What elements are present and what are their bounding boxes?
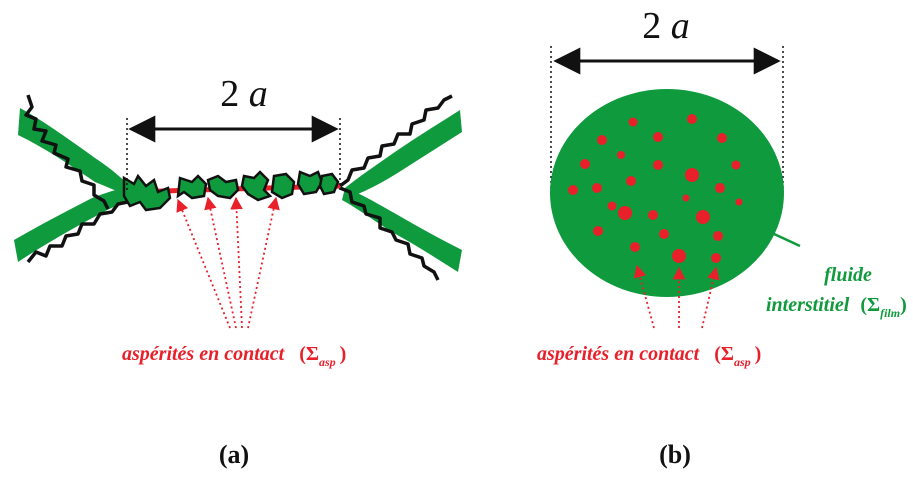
lower-left-green-band bbox=[14, 186, 140, 262]
contact-spot bbox=[648, 210, 658, 220]
contact-zone bbox=[122, 170, 341, 212]
contact-spot bbox=[592, 183, 602, 193]
contact-spot bbox=[682, 194, 690, 202]
contact-spot bbox=[653, 132, 663, 142]
asperity-3 bbox=[206, 174, 240, 200]
arrow-1 bbox=[176, 198, 231, 329]
contact-spot bbox=[626, 176, 636, 186]
contact-spot bbox=[713, 231, 723, 241]
dimension-b: 2 a bbox=[550, 5, 784, 192]
upper-right-profile-line bbox=[338, 94, 453, 188]
asperity-4 bbox=[240, 170, 273, 202]
contact-spot bbox=[593, 226, 603, 236]
arrow-2 bbox=[204, 196, 237, 329]
fluid-label-line1: fluide bbox=[824, 264, 872, 286]
contact-spot bbox=[711, 253, 721, 263]
upper-left-green-band bbox=[18, 108, 140, 200]
contact-spot bbox=[696, 210, 710, 224]
contact-spot bbox=[630, 242, 640, 252]
panel-label-a: (a) bbox=[219, 440, 249, 469]
dimension-label: 2 a bbox=[220, 73, 268, 115]
contact-spots bbox=[568, 114, 743, 263]
contact-label-a: aspérités en contact (Σasp) bbox=[122, 343, 346, 369]
contact-spot bbox=[735, 198, 743, 206]
asperity-arrows-b bbox=[633, 264, 720, 329]
contact-spot bbox=[628, 117, 638, 127]
contact-spot bbox=[715, 183, 725, 193]
contact-spot bbox=[617, 151, 625, 159]
arrow-3 bbox=[230, 196, 243, 329]
contact-area-disc bbox=[550, 89, 784, 297]
panel-a: 2 a aspérités en contact (Σasp) (a) bbox=[14, 73, 462, 469]
contact-spot bbox=[580, 159, 590, 169]
lower-right-profile-line bbox=[339, 186, 440, 281]
dimension-a: 2 a bbox=[126, 73, 341, 190]
asperity-7 bbox=[318, 172, 340, 196]
lower-left-profile-line bbox=[26, 190, 146, 264]
left-surfaces bbox=[14, 94, 146, 264]
dimension-variable: a bbox=[671, 5, 690, 47]
contact-spot bbox=[659, 229, 669, 239]
arrow-b-3 bbox=[701, 266, 720, 329]
contact-spot bbox=[597, 135, 607, 145]
fluid-label-line2: interstitiel (Σfilm) bbox=[766, 294, 907, 320]
contact-spot bbox=[717, 133, 727, 143]
contact-spot bbox=[653, 160, 663, 170]
contact-label-b: aspérités en contact (Σasp) bbox=[537, 343, 761, 369]
right-surfaces bbox=[338, 94, 462, 281]
contact-spot bbox=[607, 201, 617, 211]
dimension-variable: a bbox=[249, 73, 268, 115]
asperity-1 bbox=[122, 173, 172, 212]
panel-label-b: (b) bbox=[659, 440, 691, 469]
arrow-b-1 bbox=[633, 264, 655, 329]
arrow-4 bbox=[247, 196, 280, 329]
asperity-6 bbox=[296, 170, 324, 196]
contact-spot bbox=[685, 168, 699, 182]
dimension-label-b: 2 a bbox=[642, 5, 690, 47]
upper-right-green-band bbox=[345, 110, 462, 198]
contact-spot bbox=[618, 206, 632, 220]
asperity-5 bbox=[270, 172, 296, 200]
fluid-leader-line bbox=[756, 224, 801, 248]
asperity-arrows-a bbox=[176, 196, 280, 329]
contact-spot bbox=[731, 160, 741, 170]
asperity-2 bbox=[176, 174, 208, 200]
upper-left-profile-line bbox=[24, 94, 110, 210]
contact-spot bbox=[568, 185, 578, 195]
lower-right-green-band bbox=[342, 188, 462, 272]
contact-spot bbox=[672, 249, 686, 263]
panel-b: 2 a bbox=[537, 5, 907, 469]
contact-spot bbox=[687, 114, 697, 124]
